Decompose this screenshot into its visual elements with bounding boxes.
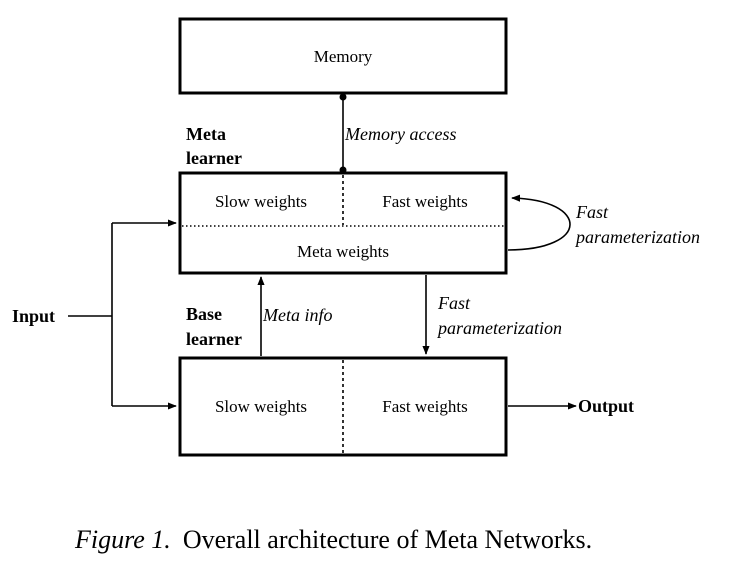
caption-text: Overall architecture of Meta Networks.	[183, 525, 592, 554]
figure-caption: Figure 1. Overall architecture of Meta N…	[74, 525, 592, 554]
self-fast-param-loop	[507, 194, 571, 251]
self-fast-param-label-line1: Fast	[575, 202, 609, 222]
base-learner-title-line1: Base	[186, 304, 222, 324]
down-fast-param-label-line2: parameterization	[436, 318, 562, 338]
caption-figure-label: Figure 1.	[74, 525, 171, 554]
meta-slow-weights: Slow weights	[215, 192, 307, 211]
memory-access-dot-top	[339, 93, 347, 101]
base-slow-weights: Slow weights	[215, 397, 307, 416]
meta-info-label: Meta info	[262, 305, 333, 325]
down-fast-param-label-line1: Fast	[437, 293, 471, 313]
base-fast-weights: Fast weights	[382, 397, 467, 416]
meta-learner-title-line1: Meta	[186, 124, 226, 144]
memory-box	[178, 17, 508, 95]
base-learner-title-line2: learner	[186, 329, 242, 349]
meta-fast-weights: Fast weights	[382, 192, 467, 211]
memory-label: Memory	[314, 47, 373, 66]
memory-access-label: Memory access	[344, 124, 456, 144]
output-label: Output	[578, 396, 634, 416]
meta-weights: Meta weights	[297, 242, 389, 261]
self-fast-param-label-line2: parameterization	[574, 227, 700, 247]
meta-learner-title-line2: learner	[186, 148, 242, 168]
input-label: Input	[12, 306, 55, 326]
